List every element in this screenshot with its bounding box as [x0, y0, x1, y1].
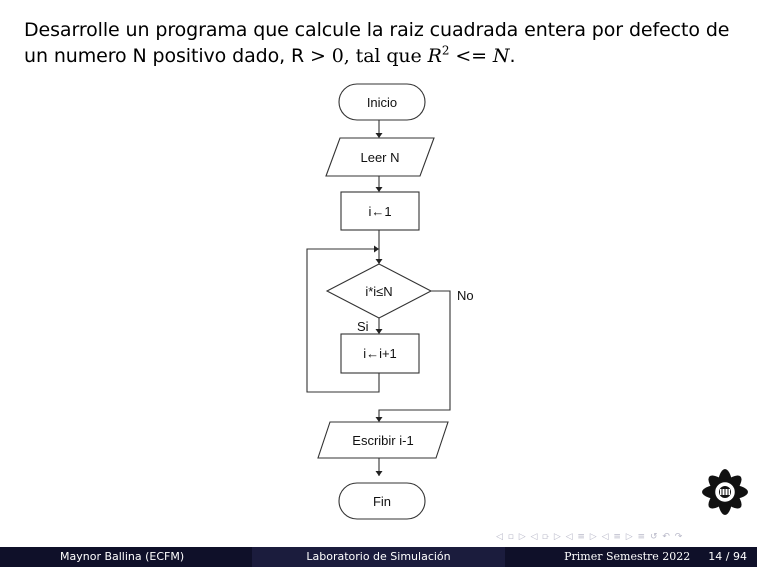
beamer-navigation-icons[interactable]: ◁ ▫ ▷ ◁ ⟥ ▷ ◁ ≡ ▷ ◁ ≡ ▷ ≡ ↺ ↶ ↷: [496, 532, 684, 542]
no-label: No: [457, 288, 474, 303]
university-logo: [702, 469, 748, 515]
connector-arrowheads: [374, 133, 383, 476]
condition-le: <=: [449, 45, 493, 67]
period: .: [509, 45, 516, 67]
footer-bar: Maynor Ballina (ECFM) Laboratorio de Sim…: [0, 547, 757, 567]
increment-label: i←i+1: [363, 346, 397, 361]
problem-statement: Desarrolle un programa que calcule la ra…: [24, 17, 739, 69]
read-label: Leer N: [360, 150, 399, 165]
write-label: Escribir i-1: [352, 433, 413, 448]
read-node: Leer N: [325, 137, 435, 177]
increment-node: i←i+1: [340, 333, 420, 374]
start-label: Inicio: [367, 95, 397, 110]
init-label: i←1: [368, 204, 391, 219]
end-label: Fin: [373, 494, 391, 509]
footer-course: Laboratorio de Simulación: [252, 547, 505, 567]
end-node: Fin: [338, 482, 426, 520]
footer-right: Primer Semestre 2022 14 / 94: [505, 547, 757, 567]
exponent: 2: [441, 43, 450, 58]
var-n: N: [492, 45, 510, 67]
var-r: R: [427, 45, 442, 67]
problem-line-2-text: un numero N positivo dado, R: [24, 45, 305, 67]
condition-gt: > 0, tal que: [304, 45, 428, 67]
footer-author: Maynor Ballina (ECFM): [0, 547, 252, 567]
problem-line-2: un numero N positivo dado, R > 0, tal qu…: [24, 43, 739, 69]
condition-node: i*i≤N: [325, 263, 433, 319]
condition-label: i*i≤N: [365, 284, 392, 299]
init-node: i←1: [340, 191, 420, 231]
footer-date: Primer Semestre 2022: [564, 550, 691, 563]
write-node: Escribir i-1: [317, 421, 449, 459]
start-node: Inicio: [338, 83, 426, 121]
problem-line-1: Desarrolle un programa que calcule la ra…: [24, 19, 730, 41]
yes-label: Si: [357, 319, 369, 334]
footer-page-number: 14 / 94: [708, 550, 747, 563]
